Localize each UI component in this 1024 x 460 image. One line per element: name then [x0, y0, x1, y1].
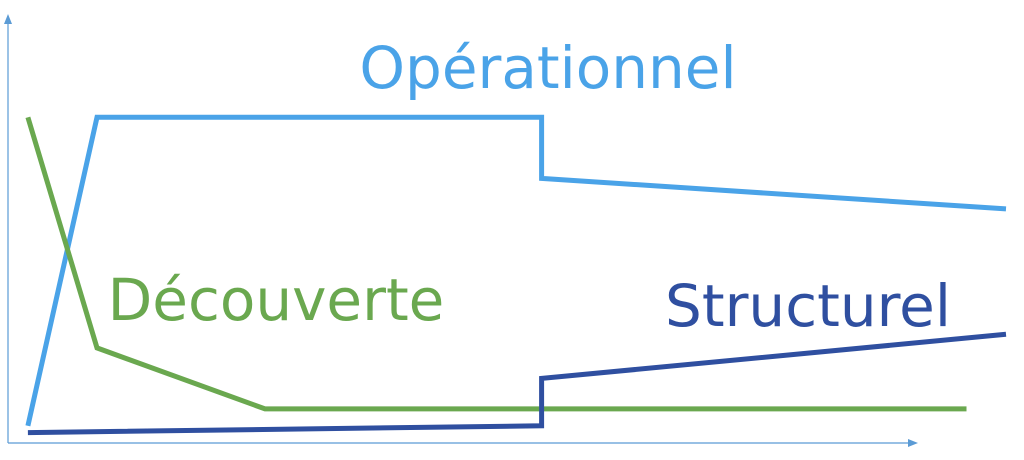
series-line-structurel — [27, 331, 1007, 436]
series-label-operationnel: Opérationnel — [359, 34, 736, 102]
series-label-decouverte: Découverte — [108, 266, 445, 334]
y-axis-arrow — [4, 14, 12, 24]
series-line-decouverte — [25, 116, 967, 412]
series-label-structurel: Structurel — [665, 272, 951, 340]
x-axis-arrow — [908, 439, 918, 447]
series-line-operationnel — [25, 114, 1007, 427]
